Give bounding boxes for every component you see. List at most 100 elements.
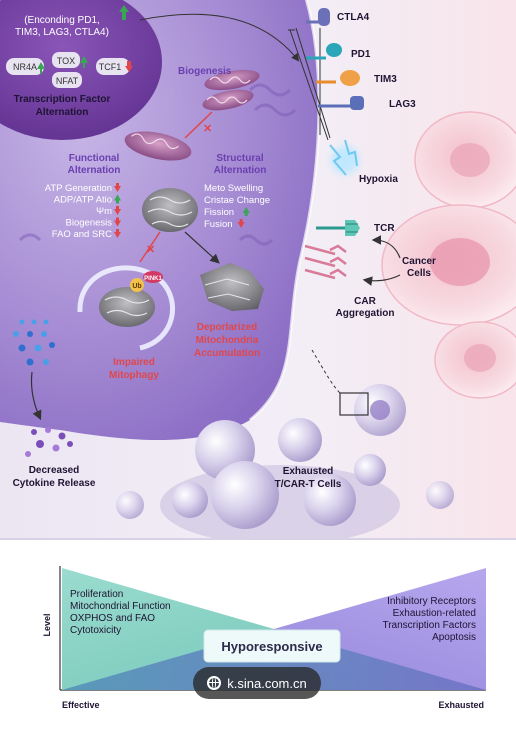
depolarized-line1: Deporlarized [197, 322, 258, 333]
t-cell-membrane [249, 0, 321, 422]
functional-title-line1: Functional [69, 153, 120, 164]
mitophagy-block-arrow [139, 231, 161, 263]
cytokine-arrow [30, 371, 42, 421]
tcf1-chip [96, 58, 130, 75]
biogenesis-inhibit-arrow [184, 111, 213, 139]
functional-item: ATP Generation [45, 183, 112, 194]
globe-icon [207, 676, 222, 690]
nr4a-label: NR4A [13, 62, 37, 72]
tcr-label: TCR [374, 223, 395, 234]
exhausted-feature: Inhibitory Receptors [387, 596, 476, 607]
nfat-chip [52, 72, 82, 88]
structural-item: Fission [204, 207, 234, 218]
down-arrow-icon [114, 183, 121, 192]
ub-badge [130, 278, 144, 292]
depolarized-line2: Mitochondria [196, 335, 259, 346]
car-line1: CAR [354, 296, 376, 307]
tcr-icon [316, 220, 360, 236]
exhausted-feature: Transcription Factors [382, 620, 476, 631]
tox-chip [52, 52, 80, 68]
effective-feature: Mitochondrial Function [70, 601, 171, 612]
nfat-label: NFAT [56, 76, 79, 86]
effective-feature: OXPHOS and FAO [70, 613, 155, 624]
car-line2: Aggregation [336, 308, 395, 319]
pink1-badge [143, 271, 163, 283]
pink-mitochondrion [124, 131, 192, 161]
structural-title-line2: Alternation [214, 165, 267, 176]
depolarization-arrow [184, 231, 220, 264]
down-arrow-icon [114, 229, 121, 238]
inhibit-x-icon: ✕ [203, 123, 212, 135]
cytokine-dots [13, 319, 73, 457]
functional-item: FAO and SRC [52, 229, 112, 240]
impaired-line1: Impaired [113, 357, 155, 368]
tim3-label: TIM3 [374, 74, 397, 85]
pd1-label: PD1 [351, 49, 371, 60]
transcription-factor-panel: (Enconding PD1, TIM3, LAG3, CTLA4) NR4A … [6, 5, 133, 118]
structural-item: Meto Swelling [204, 183, 263, 194]
ctla4-label: CTLA4 [337, 12, 370, 23]
up-arrow-icon [242, 207, 250, 216]
impaired-line2: Mitophagy [109, 370, 159, 381]
exhausted-cells [116, 384, 454, 545]
cytokine-line1: Decreased [29, 465, 80, 476]
exhausted-line2: T/CAR-T Cells [275, 479, 342, 490]
effective-feature: Cytotoxicity [70, 625, 121, 636]
hyporesponsive-box [203, 629, 341, 663]
membrane-line [295, 27, 331, 139]
receptor-lag3: LAG3 [318, 96, 416, 110]
zoom-line [311, 349, 341, 394]
functional-item: Ψm [96, 206, 112, 217]
nucleus [0, 0, 162, 140]
functional-item: Biogenesis [66, 218, 113, 229]
up-arrow-icon [119, 5, 129, 20]
tcf1-label: TCF1 [99, 62, 122, 72]
effective-feature: Proliferation [70, 589, 123, 600]
depolarized-line3: Accumulation [194, 348, 260, 359]
tox-label: TOX [57, 56, 75, 66]
exhausted-feature: Apoptosis [432, 632, 476, 643]
er-decoration [18, 83, 297, 246]
mitophagy-mitochondrion [77, 265, 176, 351]
receptor-pd1: PD1 [306, 43, 371, 60]
cancer-line1: Cancer [402, 256, 436, 267]
pink1-label: PINK1 [144, 276, 162, 282]
car-icon [304, 244, 347, 280]
lag3-label: LAG3 [389, 99, 416, 110]
tf-encoding-line2: TIM3, LAG3, CTLA4) [15, 27, 109, 38]
structural-item: Cristae Change [204, 195, 270, 206]
cytokine-line2: Cytokine Release [13, 478, 96, 489]
nucleus-to-receptor-arrow [139, 13, 300, 62]
biogenesis-mitochondria [202, 69, 260, 111]
exhausted-feature: Exhaustion-related [393, 608, 476, 619]
zoom-box [339, 392, 369, 416]
hypoxia-icon [329, 139, 359, 176]
cancer-cells [381, 111, 516, 399]
hypoxia-label: Hypoxia [359, 174, 398, 185]
nr4a-chip [6, 58, 44, 75]
tf-title-line1: Transcription Factor [14, 94, 111, 105]
exhausted-label: Exhausted [438, 700, 484, 710]
biogenesis-title: Biogenesis [178, 66, 232, 77]
watermark: k.sina.com.cn [193, 667, 321, 699]
down-arrow-icon [114, 217, 121, 227]
effective-label: Effective [62, 700, 100, 710]
exhausted-features: Inhibitory ReceptorsExhaustion-relatedTr… [382, 596, 476, 643]
receptor-tim3: TIM3 [316, 70, 397, 86]
cancer-tcr-arrow [371, 235, 401, 259]
up-arrow-icon [37, 62, 45, 74]
cancer-line2: Cells [407, 268, 431, 279]
inhibit-x-icon: ✕ [146, 244, 155, 256]
depolarized-mitochondria [200, 263, 264, 311]
exhausted-line1: Exhausted [283, 466, 334, 477]
down-arrow-icon [125, 61, 133, 72]
down-arrow-icon [237, 219, 245, 228]
ub-label: Ub [132, 283, 141, 290]
hyporesponsive-label: Hyporesponsive [221, 639, 322, 654]
panel-divider [0, 538, 516, 540]
